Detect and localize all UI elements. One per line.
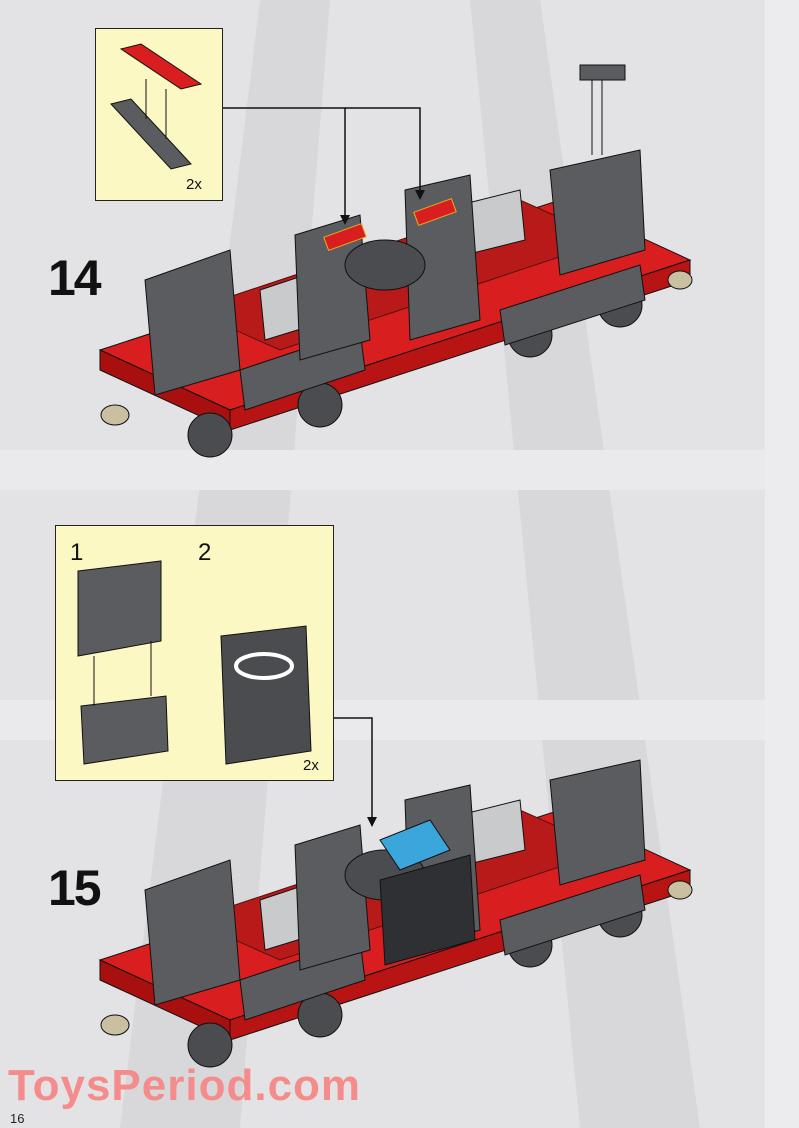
step-14-callout: 2x (95, 28, 223, 201)
arrow (333, 717, 373, 822)
train-sign-icon (234, 652, 294, 680)
quantity-label: 2x (303, 757, 319, 774)
arrow (222, 107, 346, 220)
sticker (323, 222, 367, 252)
plate-parts (110, 43, 203, 170)
sub-step-number: 2 (198, 539, 212, 566)
quantity-label: 2x (186, 176, 202, 193)
sub-step-number: 1 (70, 539, 84, 566)
blue-seat (379, 819, 451, 871)
step-number: 14 (48, 250, 102, 306)
page-number: 16 (10, 1111, 25, 1126)
sign-panel (379, 854, 476, 966)
arrow-head (340, 215, 350, 225)
sub-assembly-parts (77, 560, 312, 765)
arrow (345, 107, 421, 195)
watermark: ToysPeriod.com (8, 1061, 362, 1110)
step-number: 15 (48, 860, 102, 916)
step-15-callout: 1 2 2x (55, 525, 334, 781)
sticker (413, 197, 457, 227)
arrow-head (415, 190, 425, 200)
arrow-head (367, 817, 377, 827)
hinge-part (579, 64, 626, 81)
